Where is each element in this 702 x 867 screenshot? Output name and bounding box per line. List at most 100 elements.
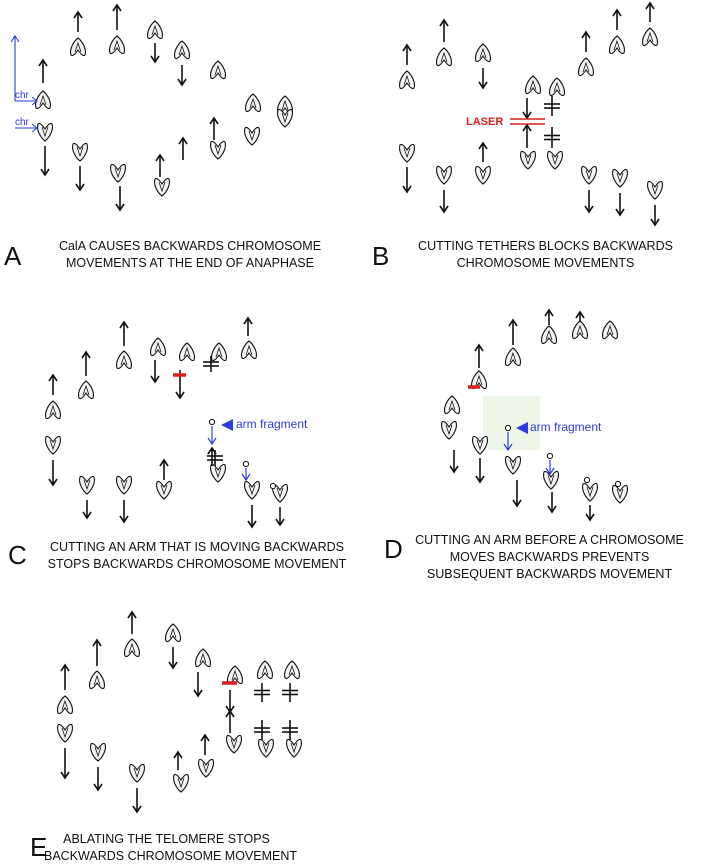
arm-fragment-c-2-arrow-head: [241, 473, 251, 482]
chromosome-b-lower-1-inner: [403, 147, 411, 159]
caption-d-line-2: MOVES BACKWARDS PREVENTS: [449, 550, 650, 564]
chromosome-d-upper-5-inner: [576, 324, 584, 336]
arrow-b-down-1-head: [478, 81, 488, 90]
chromosome-b-upper-4: [525, 75, 541, 95]
chromosome-c-lower-6: [244, 480, 260, 500]
chromosome-a-upper-6: [210, 60, 226, 80]
chromosome-b-lower-2-inner: [440, 169, 448, 181]
chromosome-e-upper-3: [124, 638, 140, 658]
chromosome-e-lower-3-inner: [133, 767, 141, 779]
chromosome-e-lower-1: [57, 723, 73, 743]
laser-label: LASER: [466, 116, 504, 128]
chromosome-a-upper-3-inner: [151, 24, 159, 36]
caption-e-line-2: BACKWARDS CHROMOSOME MOVEMENT: [44, 849, 298, 863]
arrow-a-up-3-head: [38, 58, 48, 67]
arrow-c-down-2-head: [175, 391, 185, 400]
chromosome-c-upper-1-inner: [49, 404, 57, 416]
arrow-c-up-6-head: [207, 446, 217, 455]
chromosome-a-upper-1-inner: [113, 39, 121, 51]
arm-fragment-d-2-arrow-head: [545, 467, 555, 476]
arrow-d-down-4-head: [547, 505, 557, 514]
chromosome-b-upper-2: [436, 47, 452, 67]
chromosome-a-upper-8-inner: [281, 99, 289, 111]
arm-fragment-d-1-arrow-head: [503, 443, 513, 452]
arrow-c-down-6-head: [247, 520, 257, 529]
chromosome-b-lower-4: [520, 150, 536, 170]
arrow-e-up-2-head: [92, 638, 102, 647]
chromosome-d-lower-3-inner: [509, 459, 517, 471]
chromosome-e-upper-4-inner: [169, 627, 177, 639]
caption-c-line-1: CUTTING AN ARM THAT IS MOVING BACKWARDS: [49, 540, 344, 554]
chromosome-e-lower-5-inner: [202, 762, 210, 774]
chromosome-c-upper-2: [78, 380, 94, 400]
chromosome-a-upper-4-inner: [178, 44, 186, 56]
chromosome-d-upper-5: [572, 320, 588, 340]
arm-fragment-pointer-c: [221, 419, 233, 431]
arrow-e-up-1-head: [60, 663, 70, 672]
chromosome-b-upper-6: [578, 57, 594, 77]
chromosome-e-lower-3: [129, 763, 145, 783]
chromosome-d-lower-6-inner: [616, 488, 624, 500]
chromosome-e-lower-8: [286, 738, 302, 758]
chromosome-b-lower-5: [547, 150, 563, 170]
chromosome-a-upper-1: [109, 35, 125, 55]
arm-fragment-pointer-d: [516, 422, 528, 434]
chromosome-d-upper-3-inner: [509, 351, 517, 363]
chromosome-e-lower-8-inner: [290, 742, 298, 754]
chromosome-b-lower-2: [436, 165, 452, 185]
arrow-e-down-6-head: [132, 805, 142, 814]
arrow-a-up-4-head: [155, 153, 165, 162]
chromosome-c-lower-4: [156, 480, 172, 500]
chromosome-a-lower-4: [154, 177, 170, 197]
chromosome-b-upper-7-inner: [613, 39, 621, 51]
chromosome-d-lower-3: [505, 455, 521, 475]
chromosome-a-upper-7: [245, 93, 261, 113]
arrow-c-up-3-head: [119, 320, 129, 329]
chromosome-b-upper-7: [609, 35, 625, 55]
arrow-e-up-4-head: [173, 750, 183, 759]
chromosome-c-lower-1-inner: [49, 439, 57, 451]
arrow-d-down-2-head: [475, 475, 485, 484]
chromosome-d-upper-6: [602, 320, 618, 340]
chromosome-a-lower-7-inner: [281, 112, 289, 124]
chromosome-d-lower-6: [612, 484, 628, 504]
chromosome-e-upper-2: [89, 670, 105, 690]
chromosome-c-upper-1: [45, 400, 61, 420]
chromosome-c-upper-4-inner: [154, 341, 162, 353]
chromosome-b-upper-5: [549, 77, 565, 97]
chromosome-c-upper-6: [241, 340, 257, 360]
chromosome-e-lower-5: [198, 758, 214, 778]
chromosome-b-lower-8-inner: [651, 184, 659, 196]
chromosome-d-upper-4-inner: [545, 329, 553, 341]
chromosome-e-lower-2-inner: [94, 746, 102, 758]
chromosome-a-lower-1-inner: [41, 126, 49, 138]
arrow-a-down-5-head: [115, 203, 125, 212]
arrow-c-down-1-head: [150, 375, 160, 384]
chromosome-d-upper-6-inner: [606, 324, 614, 336]
arm-fragment-d-4-dot: [614, 480, 622, 488]
chromosome-b-lower-8: [647, 180, 663, 200]
chromosome-b-upper-6-inner: [582, 61, 590, 73]
panel-letter-d: D: [384, 534, 403, 564]
chromosome-b-lower-3-inner: [479, 169, 487, 181]
arrow-b-down-3-head: [402, 185, 412, 194]
chromosome-e-lower-6: [226, 734, 242, 754]
arm-fragment-d-3-dot: [583, 476, 591, 484]
arrow-a-down-2-head: [177, 78, 187, 87]
arrow-a-up-6-head: [209, 116, 219, 125]
arm-fragment-c-1-arrow-head: [207, 437, 217, 446]
caption-d-line-3: SUBSEQUENT BACKWARDS MOVEMENT: [426, 567, 673, 581]
chromosome-c-lower-5: [210, 463, 226, 483]
arrow-e-up-3-head: [127, 610, 137, 619]
chromosome-a-lower-2-inner: [76, 146, 84, 158]
chromosome-c-lower-1: [45, 435, 61, 455]
chromosome-b-upper-1-inner: [403, 74, 411, 86]
chromosome-a-lower-5: [210, 140, 226, 160]
chromosome-e-upper-7: [257, 660, 273, 680]
caption-a: CalA CAUSES BACKWARDS CHROMOSOME MOVEMEN…: [30, 238, 350, 272]
chromosome-b-lower-1: [399, 143, 415, 163]
chromosome-c-upper-3-inner: [120, 354, 128, 366]
chromosome-a-lower-6-inner: [248, 130, 256, 142]
chromosome-c-lower-3-inner: [120, 479, 128, 491]
